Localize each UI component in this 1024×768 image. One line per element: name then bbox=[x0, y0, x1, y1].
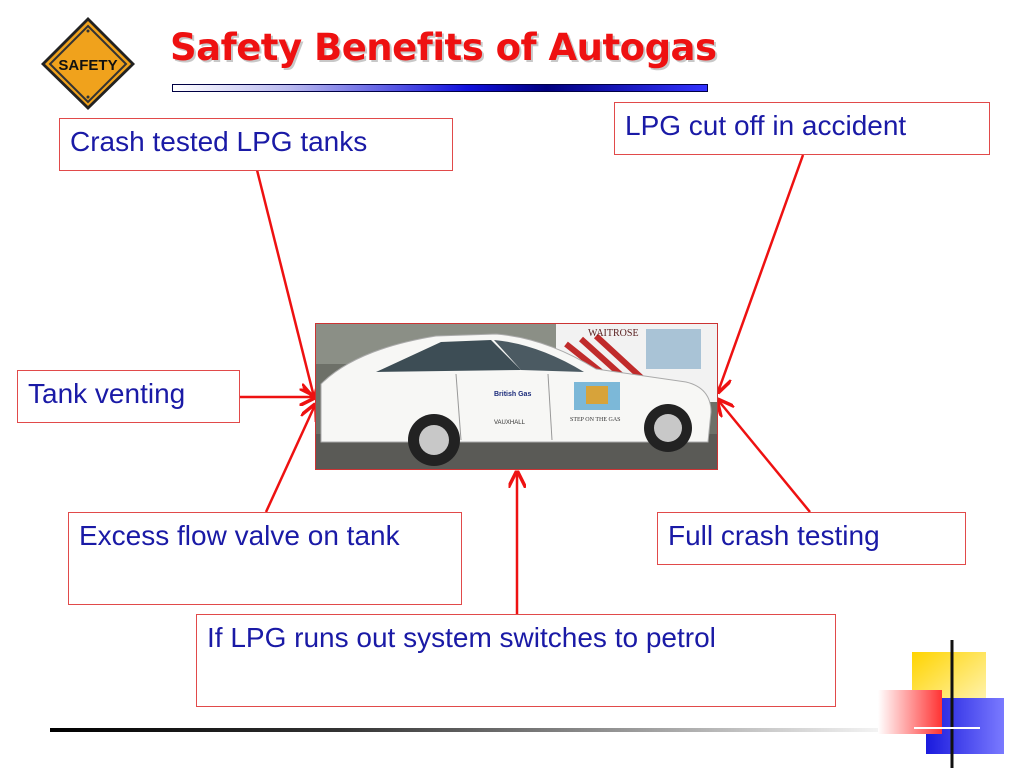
safety-badge-text: SAFETY bbox=[58, 57, 117, 74]
corner-decoration bbox=[878, 640, 1004, 768]
door-brand-text: British Gas bbox=[494, 391, 531, 398]
callout-lpg-cut-off: LPG cut off in accident bbox=[614, 102, 990, 155]
callout-excess-flow-valve: Excess flow valve on tank bbox=[68, 512, 462, 605]
door-logo-text: VAUXHALL bbox=[494, 420, 526, 426]
lpg-car-illustration: WAITROSE British Gas VAUXHALL STEP ON TH… bbox=[316, 324, 717, 469]
safety-sign-icon: SAFETY bbox=[41, 17, 135, 110]
callout-tank-venting: Tank venting bbox=[17, 370, 240, 423]
callout-crash-tested-tanks: Crash tested LPG tanks bbox=[59, 118, 453, 171]
footer-divider bbox=[50, 728, 880, 732]
callout-switches-to-petrol: If LPG runs out system switches to petro… bbox=[196, 614, 836, 707]
van-text: WAITROSE bbox=[588, 328, 639, 339]
arrow-cut-off bbox=[718, 154, 805, 392]
arrow-crash-tested-tanks bbox=[255, 169, 314, 397]
door-slogan-text: STEP ON THE GAS bbox=[570, 417, 621, 423]
car-photo: WAITROSE British Gas VAUXHALL STEP ON TH… bbox=[315, 323, 718, 470]
arrow-excess-flow bbox=[264, 405, 315, 513]
callout-full-crash-testing: Full crash testing bbox=[657, 512, 966, 565]
title-underline-bar bbox=[172, 84, 708, 92]
arrow-full-crash bbox=[718, 400, 811, 513]
slide-title: Safety Benefits of Autogas bbox=[170, 26, 717, 69]
